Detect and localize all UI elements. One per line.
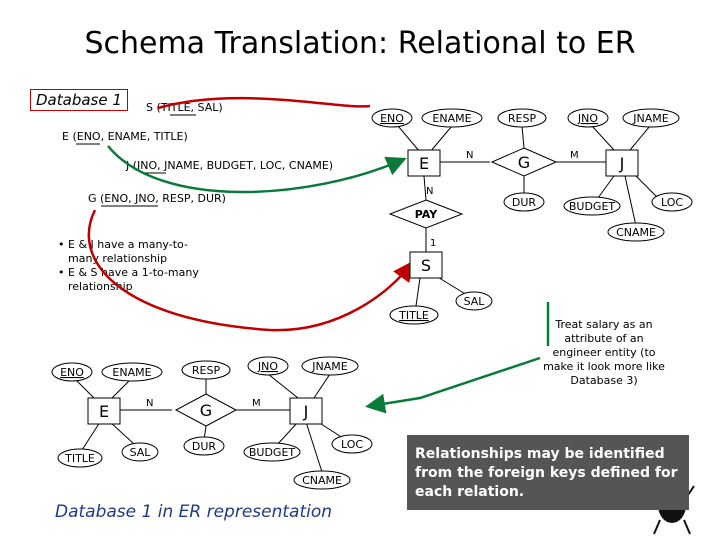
- attr-jno-label: JNO: [257, 360, 278, 373]
- entity-e-label: E: [419, 154, 429, 173]
- right-diagram-lines: [397, 125, 661, 307]
- attr-eno-label: ENO: [380, 112, 404, 125]
- attr-jname-label: JNAME: [311, 360, 347, 373]
- card-eg: N: [146, 398, 153, 409]
- schema-j: J (JNO, JNAME, BUDGET, LOC, CNAME): [126, 159, 334, 172]
- relationship-pay-label: PAY: [415, 208, 439, 221]
- entity-s-label: S: [421, 256, 431, 275]
- attr-dur: [503, 192, 545, 212]
- diagram-caption: Database 1 in ER representation: [55, 502, 333, 522]
- relationship-pay: [388, 199, 464, 229]
- salary-note: Treat salary as an attribute of an engin…: [543, 318, 665, 387]
- relationship-g-label: G: [518, 153, 530, 172]
- card-gj: M: [570, 150, 579, 161]
- attr-ename-label: ENAME: [432, 112, 471, 125]
- attr-resp-label: RESP: [192, 364, 221, 377]
- relationship-g-label: G: [200, 401, 212, 420]
- bullet-item: E & J have a many-to-: [58, 238, 199, 252]
- card-eg: N: [466, 150, 473, 161]
- attr-jno: [567, 108, 609, 128]
- attr-sal: [121, 442, 159, 462]
- entity-e: [87, 397, 121, 425]
- attr-dur-label: DUR: [512, 196, 537, 209]
- attr-budget-label: BUDGET: [249, 446, 296, 459]
- attr-jno-label: JNO: [577, 112, 598, 125]
- attr-ename: [421, 108, 483, 128]
- entity-j-label: J: [619, 154, 625, 173]
- attr-sal-label: SAL: [464, 295, 486, 308]
- attr-ename-label: ENAME: [112, 366, 151, 379]
- arrow-s-path: [87, 209, 413, 332]
- callout-box: Relationships may be identified from the…: [407, 435, 689, 510]
- entity-j: [605, 149, 639, 177]
- attr-cname-label: CNAME: [302, 474, 342, 487]
- arrow-e-to-entity: [107, 145, 407, 194]
- attr-resp: [181, 360, 231, 380]
- card-epay: N: [426, 186, 433, 197]
- attr-title-label: TITLE: [398, 309, 429, 322]
- attr-loc-label: LOC: [341, 438, 363, 451]
- attr-eno-label: ENO: [60, 366, 84, 379]
- arrow-s-to-pay: [157, 96, 371, 110]
- attr-ename: [101, 362, 163, 382]
- entity-s: [409, 251, 443, 279]
- attr-resp-label: RESP: [508, 112, 537, 125]
- page-title: Schema Translation: Relational to ER: [84, 26, 636, 61]
- attr-budget-label: BUDGET: [569, 200, 616, 213]
- attr-title: [57, 448, 103, 468]
- attr-cname: [607, 222, 665, 242]
- entity-e: [407, 149, 441, 177]
- relationship-g: [490, 147, 558, 177]
- attr-jname-label: JNAME: [632, 112, 668, 125]
- attr-sal-label: SAL: [130, 446, 152, 459]
- card-gj: M: [252, 398, 261, 409]
- database-label: Database 1: [30, 89, 128, 111]
- attr-eno: [51, 362, 93, 382]
- attr-budget: [243, 442, 301, 462]
- attr-dur: [183, 436, 225, 456]
- attr-sal: [455, 291, 493, 311]
- attr-cname-label: CNAME: [616, 226, 656, 239]
- attr-loc-label: LOC: [661, 196, 683, 209]
- schema-g: G (ENO, JNO, RESP, DUR): [88, 192, 226, 205]
- entity-j-label: J: [303, 402, 309, 421]
- bullet-list: E & J have a many-to- many relationship …: [58, 238, 199, 294]
- arrow-note-to-diagram: [365, 356, 541, 414]
- card-pays: 1: [430, 238, 436, 249]
- attr-loc: [331, 434, 373, 454]
- schema-s: S (TITLE, SAL): [146, 101, 223, 114]
- attr-title-label: TITLE: [64, 452, 95, 465]
- attr-resp: [497, 108, 547, 128]
- attr-jname: [622, 108, 680, 128]
- entity-e-label: E: [99, 402, 109, 421]
- attr-loc: [651, 192, 693, 212]
- schema-e: E (ENO, ENAME, TITLE): [62, 130, 188, 143]
- attr-cname: [293, 470, 351, 490]
- attr-title: [389, 305, 439, 325]
- attr-jno: [247, 356, 289, 376]
- entity-j: [289, 397, 323, 425]
- attr-budget: [563, 196, 621, 216]
- attr-eno: [371, 108, 413, 128]
- attr-jname: [301, 356, 359, 376]
- relationship-g: [174, 393, 238, 427]
- attr-dur-label: DUR: [192, 440, 217, 453]
